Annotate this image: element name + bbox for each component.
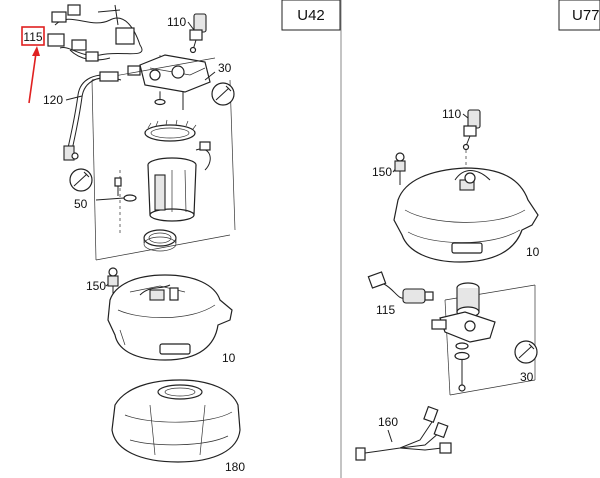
- right-panel-code: U77: [572, 7, 600, 24]
- pump-flange: [127, 54, 211, 110]
- callout-10-right[interactable]: 10: [526, 245, 540, 259]
- vent-valve-150-right: [394, 152, 406, 185]
- left-panel-code: U42: [297, 7, 325, 24]
- sensor-110: [189, 13, 207, 54]
- callout-115[interactable]: 115: [23, 30, 42, 44]
- wrench-icon-50: [69, 168, 93, 192]
- callout-120[interactable]: 120: [43, 93, 63, 107]
- wrench-icon-30-right: [514, 340, 538, 364]
- right-panel-code-box: [558, 0, 600, 31]
- vent-valve-150-left: [107, 267, 119, 298]
- seal-ring: [143, 229, 177, 252]
- callout-150-left[interactable]: 150: [86, 279, 106, 293]
- bolt-washers: [454, 342, 470, 392]
- assembly-frame: [91, 57, 236, 261]
- wrench-icon-30-left: [211, 82, 235, 106]
- wiring-harness-160: [355, 405, 452, 461]
- sensor-cable-120: [63, 71, 122, 161]
- callout-110-right[interactable]: 110: [442, 107, 461, 121]
- highlight-arrow-line: [28, 52, 37, 104]
- left-panel: U42 115 110: [21, 0, 341, 474]
- small-bolts: [95, 177, 137, 202]
- left-panel-code-box: [281, 0, 341, 31]
- callout-30-right[interactable]: 30: [520, 370, 534, 384]
- callout-150-right[interactable]: 150: [372, 165, 392, 179]
- callout-30-left[interactable]: 30: [218, 61, 232, 75]
- lock-ring: [144, 119, 197, 142]
- right-panel: U77 110 150 10: [355, 0, 600, 461]
- fuel-tank-10-right: [393, 167, 539, 263]
- callout-115-right[interactable]: 115: [376, 303, 395, 317]
- highlight-box-115[interactable]: [21, 26, 45, 46]
- tank-cover-180: [111, 379, 241, 463]
- fuel-pump-canister: [147, 141, 211, 222]
- highlight-arrow-head: [32, 46, 40, 56]
- sensor-110-right: [462, 109, 481, 151]
- pump-motor-right: [431, 282, 496, 343]
- callout-110-left[interactable]: 110: [167, 15, 186, 29]
- wiring-harness-115: [47, 4, 143, 62]
- fuel-tank-10-left: [107, 274, 233, 361]
- connector-cable-115: [367, 271, 434, 304]
- callout-10-left[interactable]: 10: [222, 351, 236, 365]
- callout-160[interactable]: 160: [378, 415, 398, 429]
- callout-180[interactable]: 180: [225, 460, 245, 474]
- callout-50[interactable]: 50: [74, 197, 88, 211]
